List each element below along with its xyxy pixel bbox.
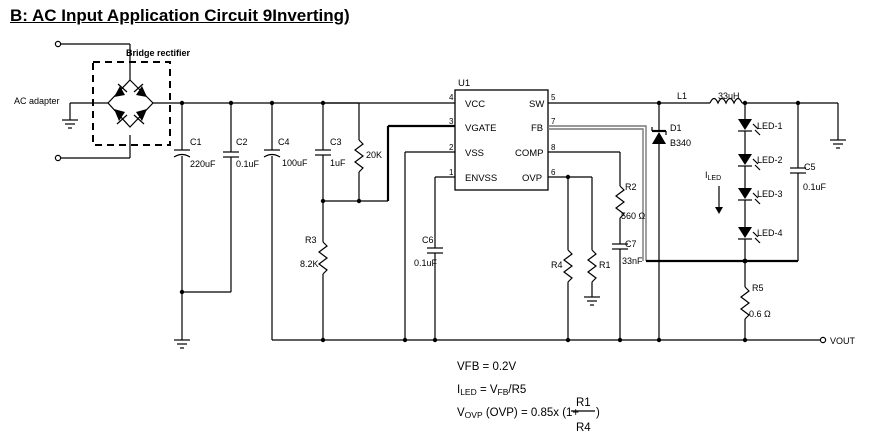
iled-arrow: ILED: [705, 170, 723, 214]
c7-value: 33nF: [622, 256, 643, 266]
ground-icon: [584, 296, 600, 306]
capacitor-c2: C2 0.1uF: [182, 103, 260, 293]
bridge-diode-icon: [114, 109, 128, 125]
c5-label: C5: [804, 162, 816, 172]
ovp-network: R4 R1: [548, 174, 611, 340]
vout-label: VOUT: [830, 336, 856, 346]
equations: VFB = 0.2V ILED = VFB/R5 VOVP (OVP) = 0.…: [457, 361, 600, 432]
pin-vcc: VCC: [465, 99, 485, 110]
iled-label: ILED: [705, 170, 721, 182]
led-4-label: LED-4: [757, 228, 783, 238]
pin-envss: ENVSS: [465, 173, 497, 184]
capacitor-c6: C6 0.1uF: [414, 176, 455, 340]
pin-number: 2: [449, 143, 454, 152]
eq-vovp-numerator: R1: [576, 397, 591, 409]
resistor-r5: R5 0.6 Ω: [740, 283, 771, 340]
ground-icon: [830, 139, 846, 149]
led-1-label: LED-1: [757, 121, 783, 131]
pin-ovp: OVP: [522, 173, 542, 184]
capacitor-c1: C1 220uF: [173, 103, 216, 349]
pin-comp: COMP: [515, 148, 544, 159]
ground-icon: [62, 119, 78, 129]
r20k-value: 20K: [366, 150, 382, 160]
r3-label: R3: [305, 235, 317, 245]
pin-fb: FB: [531, 123, 543, 134]
ac-input: AC adapter: [14, 40, 131, 162]
c1-value: 220uF: [190, 159, 216, 169]
bridge-diode-icon: [133, 109, 147, 125]
r2-value: 560 Ω: [621, 211, 646, 221]
input-rail: [179, 100, 455, 106]
vss-trace: [404, 151, 455, 340]
bridge-diode-icon: [114, 83, 128, 97]
bridge-diode-icon: [133, 83, 147, 97]
r5-value: 0.6 Ω: [749, 309, 771, 319]
resistor-20k: 20K: [323, 102, 388, 204]
bridge-rectifier-label: Bridge rectifier: [126, 48, 191, 58]
pin-number: 5: [551, 93, 556, 102]
ground-icon: [174, 339, 190, 349]
led-2-label: LED-2: [757, 155, 783, 165]
led-3-label: LED-3: [757, 189, 783, 199]
pin-number: 3: [449, 117, 454, 126]
vgate-trace: [386, 124, 455, 201]
ic-u1: U1 VCC VGATE VSS ENVSS SW FB COMP OVP 4 …: [449, 78, 556, 191]
c3-value: 1uF: [330, 158, 346, 168]
page-title: B: AC Input Application Circuit 9Inverti…: [10, 6, 350, 25]
bridge-rectifier: Bridge rectifier: [62, 48, 191, 146]
c4-label: C4: [278, 137, 290, 147]
pin-number: 7: [551, 117, 556, 126]
capacitor-c5: C5 0.1uF: [790, 103, 827, 261]
eq-vovp-denominator: R4: [576, 422, 591, 432]
l1-label: L1: [677, 91, 687, 101]
eq-iled: ILED = VFB/R5: [457, 384, 526, 397]
output-ground: [798, 102, 846, 149]
d1-label: D1: [670, 123, 682, 133]
c2-label: C2: [236, 137, 248, 147]
capacitor-c3: C3 1uF: [315, 103, 346, 204]
l1-value: 33uH: [718, 91, 740, 101]
eq-vfb: VFB = 0.2V: [457, 361, 516, 373]
c4-value: 100uF: [282, 158, 308, 168]
vout-rail: VOUT: [272, 336, 856, 346]
d1-value: B340: [670, 138, 691, 148]
eq-vovp: VOVP (OVP) = 0.85x (1+: [457, 407, 579, 420]
c7-label: C7: [625, 239, 637, 249]
led-string: LED-1 LED-2 LED-3 LED-4: [738, 103, 783, 287]
c6-label: C6: [422, 235, 434, 245]
pin-number: 8: [551, 143, 556, 152]
inductor-l1: L1 33uH: [677, 91, 798, 105]
eq-vovp-close: ): [596, 407, 600, 419]
pin-number: 4: [449, 93, 454, 102]
fb-trace: [548, 125, 647, 261]
r2-label: R2: [625, 182, 637, 192]
pin-number: 6: [551, 168, 556, 177]
comp-network: R2 560 Ω C7 33nF: [548, 151, 646, 340]
capacitor-c4: C4 100uF: [263, 103, 308, 340]
resistor-r3: R3 8.2K: [300, 201, 328, 340]
c5-value: 0.1uF: [803, 182, 827, 192]
c3-label: C3: [330, 137, 342, 147]
pin-vgate: VGATE: [465, 123, 497, 134]
r5-label: R5: [752, 283, 764, 293]
ac-adapter-label: AC adapter: [14, 96, 60, 106]
u1-label: U1: [458, 78, 470, 89]
pin-sw: SW: [529, 99, 544, 110]
pin-number: 1: [449, 168, 454, 177]
r3-value: 8.2K: [300, 259, 319, 269]
r1-label: R1: [599, 260, 611, 270]
sense-line: [646, 258, 798, 264]
c6-value: 0.1uF: [414, 258, 438, 268]
r4-label: R4: [551, 260, 563, 270]
c2-value: 0.1uF: [236, 159, 260, 169]
c1-label: C1: [190, 137, 202, 147]
diode-d1: D1 B340: [651, 103, 691, 340]
pin-vss: VSS: [465, 148, 484, 159]
